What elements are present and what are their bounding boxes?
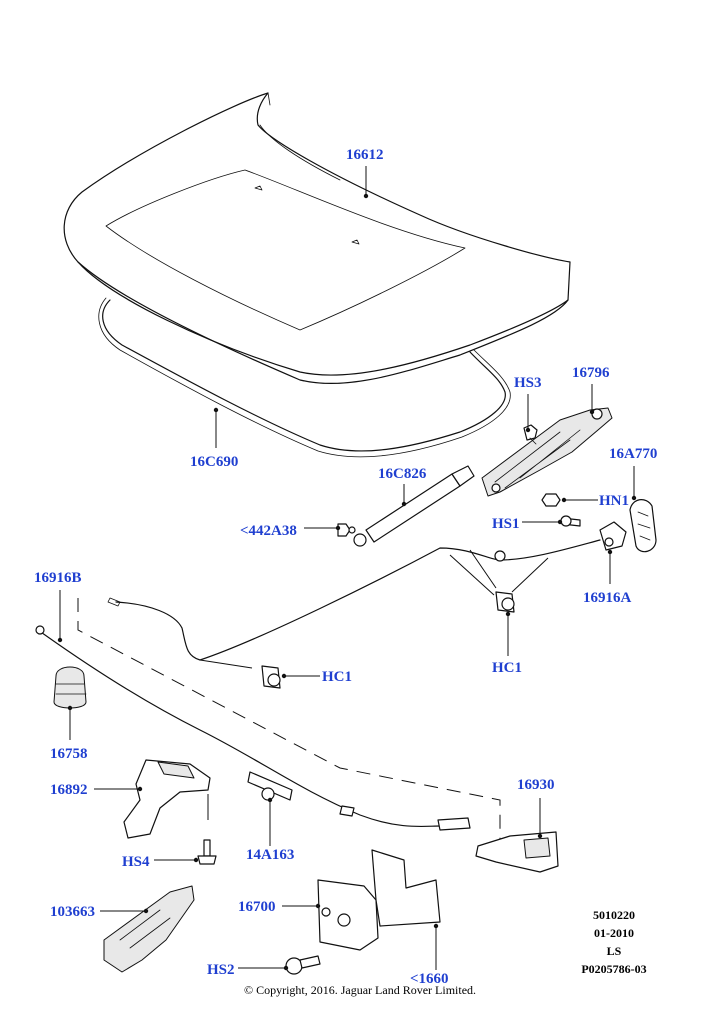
label-16796[interactable]: 16796	[572, 365, 610, 381]
label-hs1[interactable]: HS1	[492, 516, 520, 532]
reference-line-4: P0205786-03	[581, 962, 647, 976]
label-16700[interactable]: 16700	[238, 899, 276, 915]
label-103663[interactable]: 103663	[50, 904, 95, 920]
bonnet-latch	[475, 831, 559, 873]
label-16c826[interactable]: 16C826	[378, 466, 427, 482]
label-hc1-right[interactable]: HC1	[492, 660, 522, 676]
label-16c690[interactable]: 16C690	[190, 454, 239, 470]
label-hc1-left[interactable]: HC1	[322, 669, 352, 685]
striker	[123, 759, 211, 839]
label-16892[interactable]: 16892	[50, 782, 88, 798]
cable-clip-right	[449, 549, 549, 613]
reference-line-1: 5010220	[593, 908, 635, 922]
label-hn1[interactable]: HN1	[599, 493, 629, 509]
leader-lines	[57, 166, 637, 971]
label-hs3[interactable]: HS3	[514, 375, 542, 391]
nut-hn1	[541, 493, 561, 507]
bonnet-hinge	[481, 407, 613, 497]
label-hs2[interactable]: HS2	[207, 962, 235, 978]
label-hs4[interactable]: HS4	[122, 854, 150, 870]
buffer	[53, 666, 87, 709]
cable-clip-left	[199, 659, 281, 689]
release-handle	[629, 499, 657, 553]
bolt-hs2	[285, 955, 321, 975]
reference-line-2: 01-2010	[594, 926, 634, 940]
bracket-103663	[103, 885, 195, 973]
routing-path	[77, 598, 501, 840]
label-16930[interactable]: 16930	[517, 777, 555, 793]
bonnet-panel	[63, 92, 571, 384]
bonnet-seal	[98, 297, 511, 458]
label-16916a[interactable]: 16916A	[583, 590, 632, 606]
copyright-notice: © Copyright, 2016. Jaguar Land Rover Lim…	[243, 983, 477, 997]
ball-stud	[337, 523, 356, 537]
gas-strut	[353, 465, 475, 547]
bolt-hs1	[560, 515, 581, 527]
reference-line-3: LS	[606, 944, 622, 958]
label-14a163[interactable]: 14A163	[246, 847, 295, 863]
label-16a770[interactable]: 16A770	[609, 446, 658, 462]
label-1660[interactable]: <1660	[410, 971, 449, 987]
mounting-plate	[371, 849, 441, 927]
cable-bracket	[599, 521, 627, 551]
release-cables	[35, 539, 601, 831]
cable-clip-14a163	[247, 771, 293, 801]
label-442a38[interactable]: <442A38	[240, 523, 297, 539]
label-16612[interactable]: 16612	[346, 147, 384, 163]
label-16916b[interactable]: 16916B	[34, 570, 82, 586]
label-16758[interactable]: 16758	[50, 746, 88, 762]
bolt-hs4	[197, 839, 217, 865]
bonnet-lock	[317, 879, 379, 951]
